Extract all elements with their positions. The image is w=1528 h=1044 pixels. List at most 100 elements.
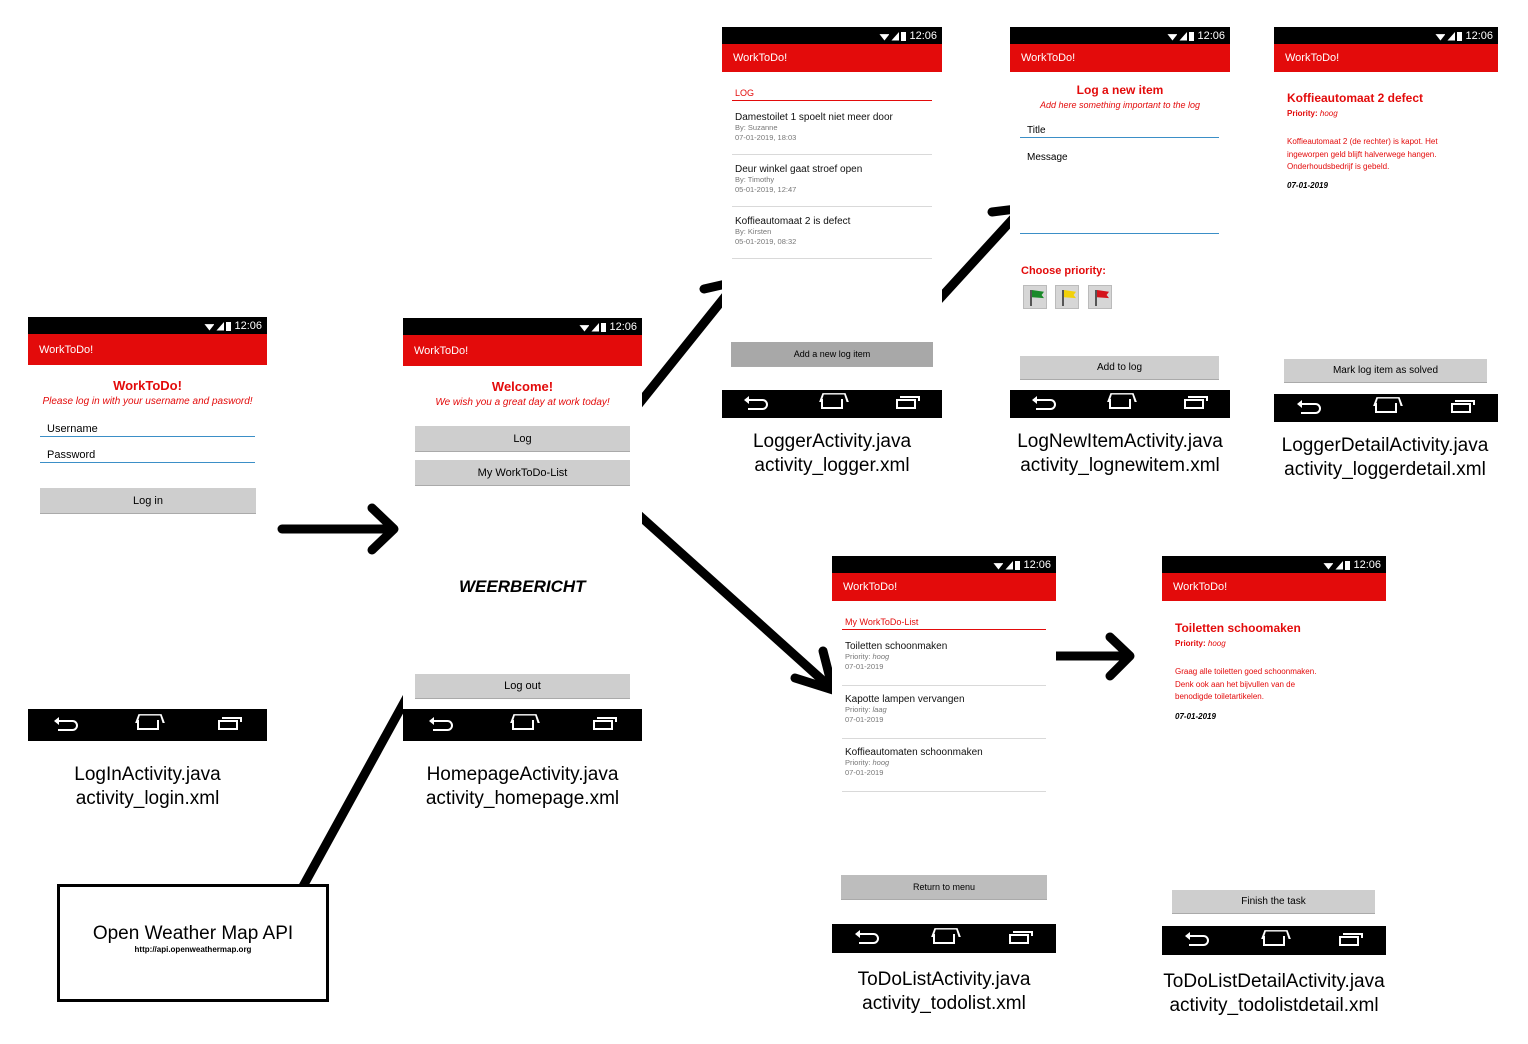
list-item[interactable]: Koffieautomaat 2 is defect By: Kirsten 0… bbox=[732, 216, 932, 259]
logger-screen: 12:06 WorkToDo! LOG Damestoilet 1 spoelt… bbox=[722, 27, 942, 418]
status-time: 12:06 bbox=[1353, 558, 1381, 571]
recent-apps-icon[interactable] bbox=[592, 717, 617, 730]
mark-solved-button[interactable]: Mark log item as solved bbox=[1284, 359, 1487, 383]
log-item-author: By: Suzanne bbox=[735, 123, 778, 132]
tododetail-caption: ToDoListDetailActivity.java activity_tod… bbox=[1144, 970, 1404, 1018]
home-icon[interactable] bbox=[1375, 403, 1397, 413]
status-time: 12:06 bbox=[1023, 558, 1051, 571]
todo-detail-body: Graag alle toiletten goed schoonmaken. D… bbox=[1175, 666, 1316, 704]
app-bar: WorkToDo! bbox=[1010, 44, 1230, 72]
flag-cloth bbox=[1032, 290, 1044, 299]
login-caption-xml: activity_login.xml bbox=[75, 788, 220, 809]
weather-label: WEERBERICHT bbox=[459, 577, 586, 596]
back-icon[interactable] bbox=[855, 930, 879, 944]
log-item-author: By: Kirsten bbox=[735, 227, 772, 236]
title-field[interactable]: Title bbox=[1020, 125, 1219, 138]
todo-list-button[interactable]: My WorkToDo-List bbox=[415, 460, 630, 486]
list-item[interactable]: Damestoilet 1 spoelt niet meer door By: … bbox=[732, 112, 932, 155]
finish-task-button[interactable]: Finish the task bbox=[1172, 890, 1375, 914]
recent-apps-icon[interactable] bbox=[217, 717, 242, 730]
log-item-title: Damestoilet 1 spoelt niet meer door bbox=[735, 112, 893, 123]
home-icon[interactable] bbox=[1263, 935, 1285, 946]
back-icon[interactable] bbox=[744, 395, 769, 410]
status-time: 12:06 bbox=[234, 319, 262, 332]
recent-apps-icon[interactable] bbox=[1451, 400, 1475, 413]
add-log-item-button[interactable]: Add a new log item bbox=[731, 342, 933, 367]
home-icon[interactable] bbox=[511, 720, 534, 730]
list-item[interactable]: Koffieautomaten schoonmaken Priority: ho… bbox=[842, 747, 1046, 792]
list-item[interactable]: Kapotte lampen vervangen Priority: laag … bbox=[842, 694, 1046, 739]
back-icon[interactable] bbox=[1297, 399, 1321, 414]
log-section-label: LOG bbox=[732, 88, 932, 101]
welcome-title: Welcome! bbox=[491, 379, 554, 394]
todolist-caption: ToDoListActivity.java activity_todolist.… bbox=[822, 968, 1066, 1016]
recent-apps-icon[interactable] bbox=[1183, 396, 1208, 409]
logger-caption-xml: activity_logger.xml bbox=[754, 455, 910, 476]
list-item[interactable]: Deur winkel gaat stroef open By: Timothy… bbox=[732, 164, 932, 207]
lognew-caption-xml: activity_lognewitem.xml bbox=[1020, 455, 1220, 476]
log-new-title: Log a new item bbox=[1076, 83, 1164, 97]
add-to-log-button[interactable]: Add to log bbox=[1020, 356, 1219, 380]
logger-detail-screen: 12:06 WorkToDo! Koffieautomaat 2 defect … bbox=[1274, 27, 1498, 422]
priority-yellow-flag-icon[interactable] bbox=[1055, 285, 1079, 309]
back-icon[interactable] bbox=[428, 716, 453, 731]
status-time: 12:06 bbox=[1465, 29, 1493, 42]
priority-label: Priority: bbox=[845, 652, 871, 661]
todo-item-date: 07-01-2019 bbox=[845, 768, 884, 777]
api-url: http://api.openweathermap.org bbox=[134, 945, 252, 954]
return-to-menu-button[interactable]: Return to menu bbox=[841, 875, 1047, 900]
nav-bar bbox=[1274, 394, 1498, 422]
todo-detail-screen: 12:06 WorkToDo! Toiletten schoomaken Pri… bbox=[1162, 556, 1386, 955]
homepage-screen: 12:06 WorkToDo! Welcome! We wish you a g… bbox=[403, 318, 642, 741]
lognew-caption: LogNewItemActivity.java activity_lognewi… bbox=[995, 430, 1245, 478]
app-title: WorkToDo! bbox=[1021, 52, 1076, 64]
home-icon[interactable] bbox=[1108, 399, 1131, 409]
username-field[interactable]: Username bbox=[40, 423, 255, 437]
status-icons bbox=[1435, 31, 1463, 41]
app-bar: WorkToDo! bbox=[403, 335, 642, 366]
logout-button[interactable]: Log out bbox=[415, 674, 630, 699]
log-new-item-screen: 12:06 WorkToDo! Log a new item Add here … bbox=[1010, 27, 1230, 418]
status-icons bbox=[879, 31, 907, 41]
log-button[interactable]: Log bbox=[415, 426, 630, 452]
status-bar: 12:06 bbox=[28, 317, 267, 334]
back-icon[interactable] bbox=[1032, 395, 1057, 410]
nav-bar bbox=[403, 709, 642, 741]
todo-detail-title: Toiletten schoomaken bbox=[1175, 621, 1301, 635]
todo-item-date: 07-01-2019 bbox=[845, 662, 884, 671]
nav-bar bbox=[1010, 390, 1230, 418]
status-icons bbox=[993, 560, 1021, 570]
status-time: 12:06 bbox=[909, 29, 937, 42]
todo-item-priority: Priority: hoog bbox=[845, 758, 1046, 768]
app-title: WorkToDo! bbox=[733, 52, 788, 64]
priority-red-flag-icon[interactable] bbox=[1088, 285, 1112, 309]
tododetail-caption-xml: activity_todolistdetail.xml bbox=[1169, 995, 1379, 1016]
login-caption-java: LogInActivity.java bbox=[74, 764, 221, 785]
loggerdetail-caption-java: LoggerDetailActivity.java bbox=[1281, 435, 1489, 456]
back-icon[interactable] bbox=[53, 716, 78, 731]
recent-apps-icon[interactable] bbox=[1009, 930, 1033, 944]
priority-green-flag-icon[interactable] bbox=[1023, 285, 1047, 309]
login-title: WorkToDo! bbox=[113, 378, 182, 393]
home-icon[interactable] bbox=[136, 720, 159, 730]
list-item[interactable]: Toiletten schoonmaken Priority: hoog 07-… bbox=[842, 641, 1046, 686]
home-icon[interactable] bbox=[820, 399, 843, 409]
status-icons bbox=[1167, 31, 1195, 41]
todo-item-priority: Priority: hoog bbox=[845, 652, 1046, 662]
home-icon[interactable] bbox=[933, 933, 955, 944]
arrow-login-to-home bbox=[277, 503, 399, 555]
recent-apps-icon[interactable] bbox=[1339, 932, 1363, 946]
loggerdetail-caption: LoggerDetailActivity.java activity_logge… bbox=[1262, 434, 1508, 482]
password-field[interactable]: Password bbox=[40, 449, 255, 463]
login-button[interactable]: Log in bbox=[40, 488, 256, 514]
priority-label: Choose priority: bbox=[1021, 265, 1106, 277]
recent-apps-icon[interactable] bbox=[895, 396, 920, 409]
back-icon[interactable] bbox=[1185, 932, 1209, 946]
status-icons bbox=[1323, 560, 1351, 570]
message-field[interactable]: Message bbox=[1020, 152, 1219, 234]
status-bar: 12:06 bbox=[1274, 27, 1498, 44]
status-bar: 12:06 bbox=[1162, 556, 1386, 573]
todo-item-date: 07-01-2019 bbox=[845, 715, 884, 724]
logger-caption: LoggerActivity.java activity_logger.xml bbox=[712, 430, 952, 478]
app-title: WorkToDo! bbox=[39, 343, 94, 356]
